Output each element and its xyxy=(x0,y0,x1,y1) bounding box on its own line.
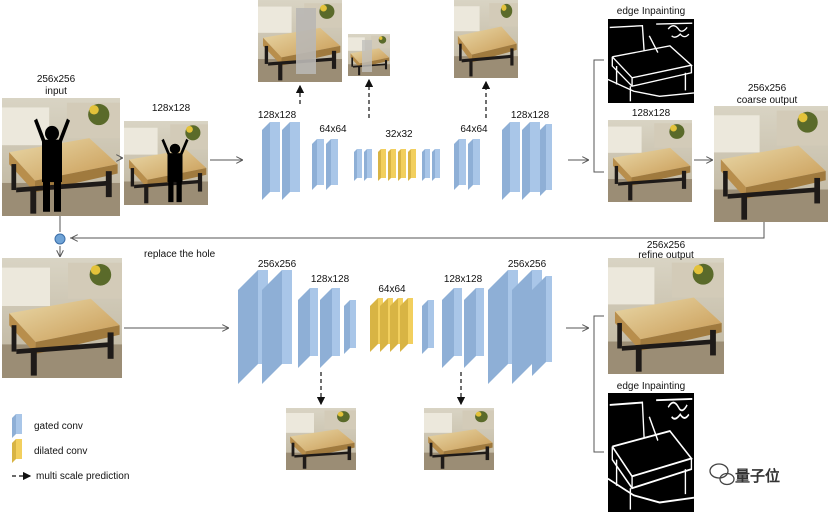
coarse-enc-128-label: 128x128 xyxy=(257,110,297,121)
refine-dec-256-label: 256x256 xyxy=(507,259,547,270)
input-size-label: 256x256 xyxy=(36,74,76,85)
layer-gated xyxy=(468,139,480,190)
multiscale-pred-128-top xyxy=(258,0,342,82)
legend-multiscale-label: multi scale prediction xyxy=(36,471,130,482)
layer-gated xyxy=(540,124,552,196)
layer-gated xyxy=(354,149,362,181)
multiscale-pred-128-dec-top xyxy=(454,0,518,78)
multiscale-pred-bottom-1 xyxy=(286,408,356,470)
refine-output-image xyxy=(608,258,724,374)
coarse-mid-32-label: 32x32 xyxy=(385,129,413,140)
coarse-enc-64-label: 64x64 xyxy=(319,124,347,135)
layer-gated xyxy=(422,300,434,354)
coarse-side-128-image xyxy=(608,120,692,202)
hole-replaced-image xyxy=(2,258,122,378)
edge-image-bottom xyxy=(608,393,694,512)
replace-hole-label: replace the hole xyxy=(144,249,216,260)
refine-enc-128-label: 128x128 xyxy=(310,274,350,285)
layer-gated xyxy=(326,139,338,190)
refine-mid-64-label: 64x64 xyxy=(378,284,406,295)
downsample-size-label: 128x128 xyxy=(151,103,191,114)
legend-dilated-label: dilated conv xyxy=(34,446,88,457)
legend-swatches xyxy=(12,414,32,481)
layer-dilated xyxy=(378,149,416,181)
layer-gated xyxy=(298,288,318,368)
input-label: input xyxy=(45,86,67,97)
merge-node xyxy=(54,233,66,245)
wechat-logo-icon xyxy=(709,463,735,486)
refine-dec-128-label: 128x128 xyxy=(443,274,483,285)
layer-gated xyxy=(422,149,430,181)
refine-size-label: 256x256 xyxy=(646,240,686,251)
layer-gated xyxy=(262,122,280,200)
downsampled-input-image xyxy=(124,121,208,205)
layer-gated xyxy=(464,288,484,368)
watermark: 量子位 xyxy=(735,467,781,485)
edge-bottom-label: edge Inpainting xyxy=(616,381,686,392)
coarse-dec-128-label: 128x128 xyxy=(510,110,550,121)
coarse-output-label: coarse output xyxy=(736,95,798,106)
layer-gated xyxy=(454,139,466,190)
connectors xyxy=(60,59,765,453)
layer-gated xyxy=(364,149,372,181)
layer-gated xyxy=(532,276,552,376)
refine-network-layers xyxy=(238,270,552,384)
coarse-output-image xyxy=(714,106,828,222)
layer-gated xyxy=(262,270,292,384)
layer-gated xyxy=(344,300,356,354)
multiscale-arrows xyxy=(295,78,491,406)
layer-gated xyxy=(320,288,340,368)
legend-gated-label: gated conv xyxy=(34,421,83,432)
layer-gated xyxy=(312,139,324,190)
layer-gated xyxy=(432,149,440,181)
edge-image-top xyxy=(608,19,694,103)
coarse-side-128-label: 128x128 xyxy=(631,108,671,119)
multiscale-pred-bottom-2 xyxy=(424,408,494,470)
layer-gated xyxy=(442,288,462,368)
refine-output-label: refine output xyxy=(638,250,694,261)
coarse-size-label: 256x256 xyxy=(747,83,787,94)
refine-enc-256-label: 256x256 xyxy=(257,259,297,270)
layer-gated xyxy=(282,122,300,200)
input-image xyxy=(2,98,120,216)
layer-dilated xyxy=(370,298,413,352)
multiscale-pred-64-top xyxy=(348,34,390,76)
coarse-network-layers xyxy=(262,122,552,200)
legend-dilated-swatch xyxy=(12,439,22,463)
coarse-dec-64-label: 64x64 xyxy=(460,124,488,135)
edge-top-label: edge Inpainting xyxy=(616,6,686,17)
legend-gated-swatch xyxy=(12,414,22,438)
layer-gated xyxy=(502,122,520,200)
layer-gated xyxy=(522,122,540,200)
